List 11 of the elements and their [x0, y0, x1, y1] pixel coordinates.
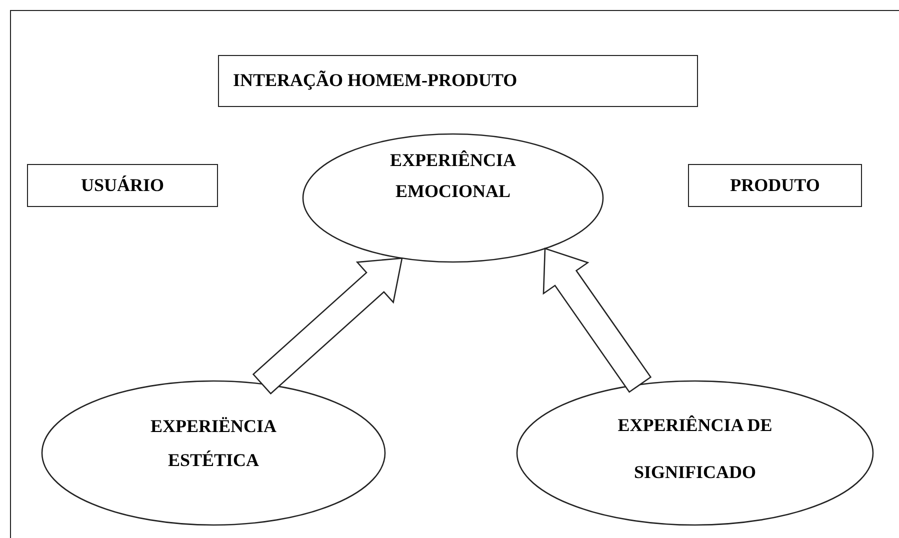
block-arrow	[542, 248, 652, 393]
node-label: EXPERIËNCIA ESTÉTICA	[149, 414, 278, 472]
node-label: USUÁRIO	[80, 174, 164, 196]
node-label: EXPERIÊNCIA DE SIGNIFICADO	[616, 414, 774, 484]
node-label: EXPERIÊNCIA EMOCIONAL	[388, 148, 518, 203]
label-box	[27, 164, 218, 207]
label-box	[688, 164, 862, 207]
label-box	[218, 55, 698, 107]
block-arrow	[252, 257, 403, 395]
node-label: INTERAÇÃO HOMEM-PRODUTO	[233, 70, 518, 92]
node-label: PRODUTO	[730, 174, 820, 196]
